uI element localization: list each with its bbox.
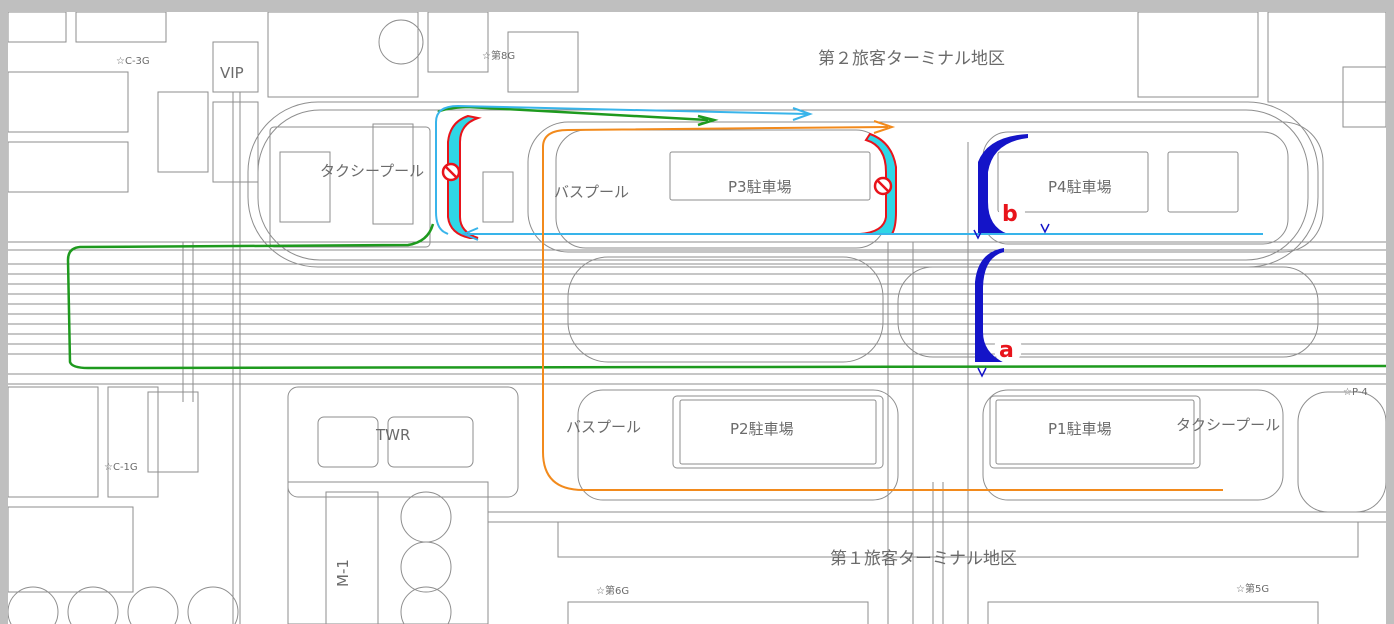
closure-zone-west: [447, 114, 482, 239]
p4-parking-label: P4駐車場: [1048, 178, 1112, 196]
p2-parking-label: P2駐車場: [730, 420, 794, 438]
route-orange: [542, 120, 1223, 491]
marker-a-label: a: [999, 338, 1014, 363]
p1-parking-label: P1駐車場: [1048, 420, 1112, 438]
blue-curb-b: [978, 134, 1028, 234]
connector-marker: [973, 223, 1050, 378]
bus-pool-north-label: バスプール: [554, 183, 629, 201]
p4-edge-label: ☆P-4: [1343, 387, 1368, 398]
taxi-pool-north-label: タクシープール: [320, 162, 424, 180]
bus-pool-south-label: バスプール: [566, 418, 641, 436]
route-light-blue: [435, 104, 1263, 241]
marker-b-bg: [999, 199, 1025, 225]
route-green: [66, 105, 1386, 370]
terminal1-area-label: 第１旅客ターミナル地区: [830, 549, 1017, 569]
p3-parking-label: P3駐車場: [728, 178, 792, 196]
marker-b-label: b: [1002, 202, 1018, 227]
c3g-label: ☆C-3G: [116, 56, 150, 67]
m1-label: M-1: [334, 559, 352, 587]
vip-label: VIP: [220, 64, 244, 82]
no-entry-icon: [873, 176, 893, 196]
n6g-label: ☆第6G: [596, 584, 629, 597]
taxi-pool-south-label: タクシープール: [1176, 416, 1280, 434]
airport-road-map: 第２旅客ターミナル地区 第１旅客ターミナル地区 P3駐車場 P4駐車場 P2駐車…: [8, 12, 1386, 624]
n8g-label: ☆第8G: [482, 49, 515, 62]
no-entry-icon: [441, 162, 461, 182]
n5g-label: ☆第5G: [1236, 582, 1269, 595]
map-view: 第２旅客ターミナル地区 第１旅客ターミナル地区 P3駐車場 P4駐車場 P2駐車…: [8, 12, 1386, 624]
twr-label: TWR: [375, 426, 410, 444]
terminal2-area-label: 第２旅客ターミナル地区: [818, 49, 1005, 69]
c1g-label: ☆C-1G: [104, 462, 138, 473]
marker-a-bg: [994, 335, 1022, 363]
base-map-lines: [8, 12, 1386, 624]
blue-curb-a: [975, 248, 1004, 362]
